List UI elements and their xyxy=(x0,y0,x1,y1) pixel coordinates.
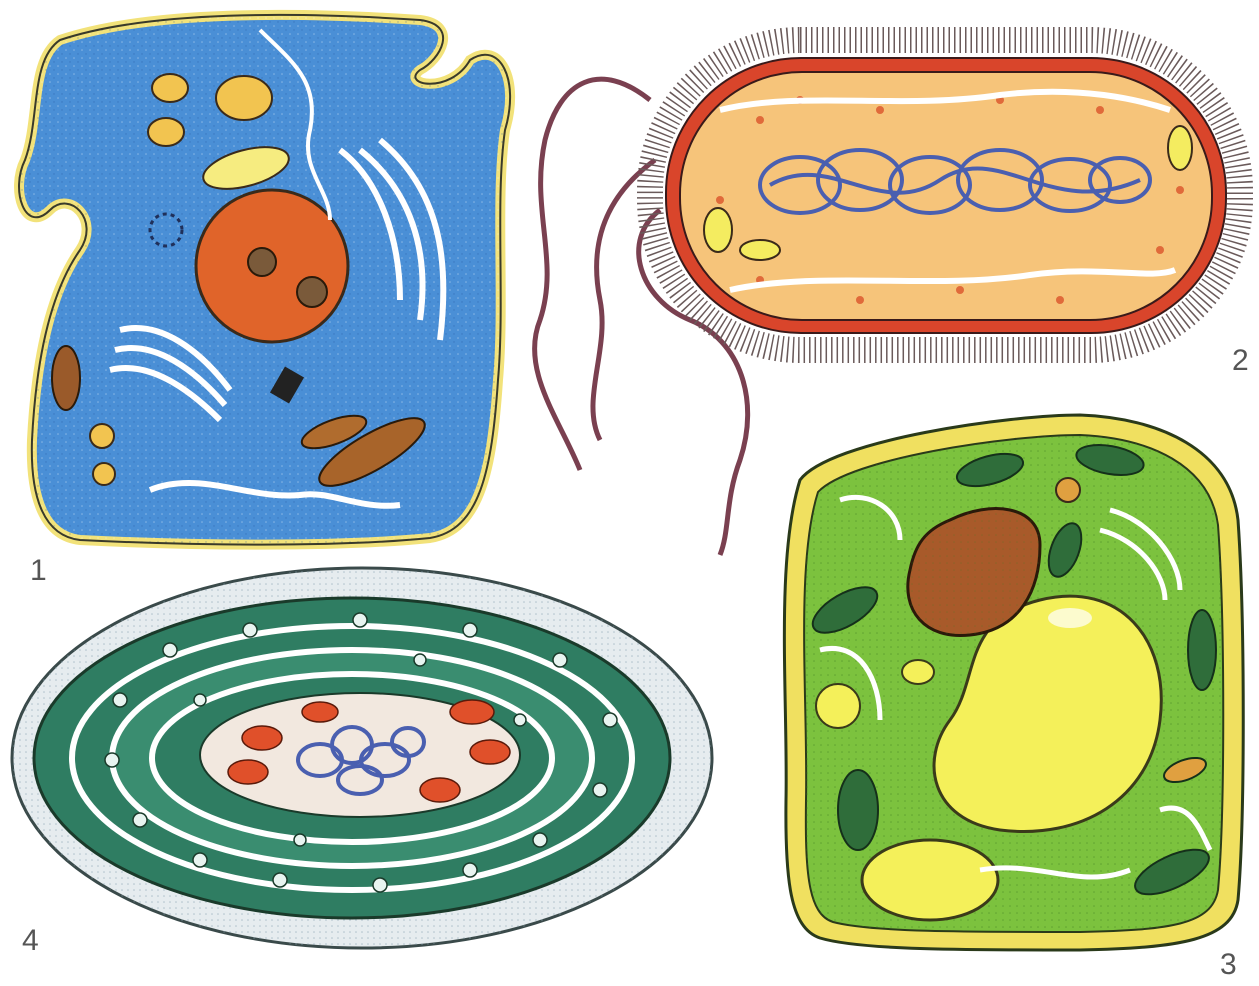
cell-4-number: 4 xyxy=(22,924,39,957)
plant-cell xyxy=(784,415,1243,950)
cell-2-number: 2 xyxy=(1232,344,1249,377)
animal-cell xyxy=(19,15,510,545)
blue-green-cell xyxy=(12,568,712,948)
cell-3-number: 3 xyxy=(1220,948,1237,981)
cell-1-number: 1 xyxy=(30,554,47,587)
